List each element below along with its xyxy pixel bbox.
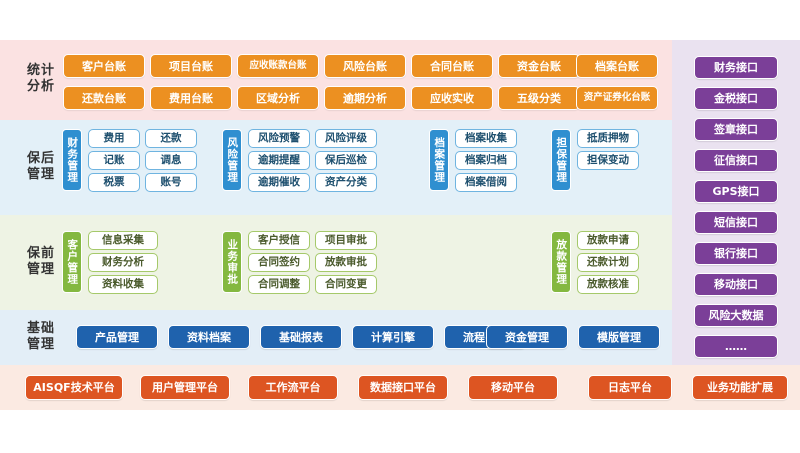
platform-button-0[interactable]: AISQF技术平台 — [25, 375, 123, 400]
stats-button-4[interactable]: 合同台账 — [411, 54, 493, 78]
pre-customer-item-2[interactable]: 资料收集 — [88, 275, 158, 294]
post-guarantee-item-1[interactable]: 担保变动 — [577, 151, 639, 170]
base-button-6[interactable]: 模版管理 — [578, 325, 660, 349]
stats-button-1[interactable]: 项目台账 — [150, 54, 232, 78]
stats-button-12[interactable]: 五级分类 — [498, 86, 580, 110]
row-title-post-loan-line1: 保后 — [26, 151, 55, 166]
pre-group-tab-disbursement[interactable]: 放款管理 — [551, 231, 571, 293]
post-archive-item-0[interactable]: 档案收集 — [455, 129, 517, 148]
interface-button-2[interactable]: 签章接口 — [694, 118, 778, 141]
row-title-base-line2: 管理 — [26, 337, 55, 352]
post-group-tab-archive[interactable]: 档案管理 — [429, 129, 449, 191]
post-finance-item-1[interactable]: 还款 — [145, 129, 197, 148]
pre-approval-item-5[interactable]: 合同变更 — [315, 275, 377, 294]
interface-button-8[interactable]: 风险大数据 — [694, 304, 778, 327]
row-title-statistics-line2: 分析 — [26, 79, 55, 94]
stats-button-3[interactable]: 风险台账 — [324, 54, 406, 78]
post-risk-item-4[interactable]: 逾期催收 — [248, 173, 310, 192]
pre-group-tab-approval[interactable]: 业务审批 — [222, 231, 242, 293]
stats-button-7[interactable]: 还款台账 — [63, 86, 145, 110]
platform-button-3[interactable]: 数据接口平台 — [358, 375, 448, 400]
platform-button-6[interactable]: 业务功能扩展 — [692, 375, 788, 400]
pre-approval-item-2[interactable]: 合同签约 — [248, 253, 310, 272]
row-title-pre-loan: 保前 管理 — [22, 246, 60, 278]
post-finance-item-4[interactable]: 税票 — [88, 173, 140, 192]
post-archive-item-1[interactable]: 档案归档 — [455, 151, 517, 170]
row-title-base: 基础 管理 — [22, 321, 60, 353]
row-title-pre-loan-line2: 管理 — [26, 262, 55, 277]
post-risk-item-3[interactable]: 保后巡检 — [315, 151, 377, 170]
interface-button-7[interactable]: 移动接口 — [694, 273, 778, 296]
stats-button-0[interactable]: 客户台账 — [63, 54, 145, 78]
stats-button-11[interactable]: 应收实收 — [411, 86, 493, 110]
interface-button-3[interactable]: 征信接口 — [694, 149, 778, 172]
post-guarantee-item-0[interactable]: 抵质押物 — [577, 129, 639, 148]
base-button-2[interactable]: 基础报表 — [260, 325, 342, 349]
pre-approval-item-0[interactable]: 客户授信 — [248, 231, 310, 250]
interface-button-6[interactable]: 银行接口 — [694, 242, 778, 265]
post-group-tab-guarantee[interactable]: 担保管理 — [551, 129, 571, 191]
stats-button-9[interactable]: 区域分析 — [237, 86, 319, 110]
post-archive-item-2[interactable]: 档案借阅 — [455, 173, 517, 192]
post-finance-item-0[interactable]: 费用 — [88, 129, 140, 148]
row-title-base-line1: 基础 — [26, 321, 55, 336]
stats-button-2[interactable]: 应收账款台账 — [237, 54, 319, 78]
pre-approval-item-4[interactable]: 合同调整 — [248, 275, 310, 294]
post-risk-item-5[interactable]: 资产分类 — [315, 173, 377, 192]
pre-approval-item-3[interactable]: 放款审批 — [315, 253, 377, 272]
pre-customer-item-1[interactable]: 财务分析 — [88, 253, 158, 272]
interface-button-1[interactable]: 金税接口 — [694, 87, 778, 110]
stats-button-13[interactable]: 资产证券化台账 — [576, 86, 658, 110]
pre-disbursement-item-2[interactable]: 放款核准 — [577, 275, 639, 294]
pre-approval-item-1[interactable]: 项目审批 — [315, 231, 377, 250]
stats-button-10[interactable]: 逾期分析 — [324, 86, 406, 110]
post-risk-item-2[interactable]: 逾期提醒 — [248, 151, 310, 170]
stats-button-6[interactable]: 档案台账 — [576, 54, 658, 78]
platform-button-4[interactable]: 移动平台 — [468, 375, 558, 400]
row-title-pre-loan-line1: 保前 — [26, 246, 55, 261]
platform-button-5[interactable]: 日志平台 — [588, 375, 672, 400]
post-risk-item-0[interactable]: 风险预警 — [248, 129, 310, 148]
post-finance-item-5[interactable]: 账号 — [145, 173, 197, 192]
platform-button-2[interactable]: 工作流平台 — [248, 375, 338, 400]
base-button-0[interactable]: 产品管理 — [76, 325, 158, 349]
platform-button-1[interactable]: 用户管理平台 — [140, 375, 230, 400]
row-title-statistics-line1: 统计 — [26, 63, 55, 78]
pre-disbursement-item-1[interactable]: 还款计划 — [577, 253, 639, 272]
row-title-post-loan: 保后 管理 — [22, 151, 60, 183]
interface-button-9[interactable]: …… — [694, 335, 778, 358]
base-button-5[interactable]: 资金管理 — [486, 325, 568, 349]
post-finance-item-3[interactable]: 调息 — [145, 151, 197, 170]
pre-group-tab-customer[interactable]: 客户管理 — [62, 231, 82, 293]
base-button-1[interactable]: 资料档案 — [168, 325, 250, 349]
base-button-3[interactable]: 计算引擎 — [352, 325, 434, 349]
interface-button-0[interactable]: 财务接口 — [694, 56, 778, 79]
interface-button-5[interactable]: 短信接口 — [694, 211, 778, 234]
row-title-statistics: 统计 分析 — [22, 63, 60, 95]
interface-button-4[interactable]: GPS接口 — [694, 180, 778, 203]
pre-disbursement-item-0[interactable]: 放款申请 — [577, 231, 639, 250]
post-finance-item-2[interactable]: 记账 — [88, 151, 140, 170]
post-risk-item-1[interactable]: 风险评级 — [315, 129, 377, 148]
pre-customer-item-0[interactable]: 信息采集 — [88, 231, 158, 250]
stats-button-5[interactable]: 资金台账 — [498, 54, 580, 78]
row-title-post-loan-line2: 管理 — [26, 167, 55, 182]
post-group-tab-finance[interactable]: 财务管理 — [62, 129, 82, 191]
stats-button-8[interactable]: 费用台账 — [150, 86, 232, 110]
post-group-tab-risk[interactable]: 风险管理 — [222, 129, 242, 191]
